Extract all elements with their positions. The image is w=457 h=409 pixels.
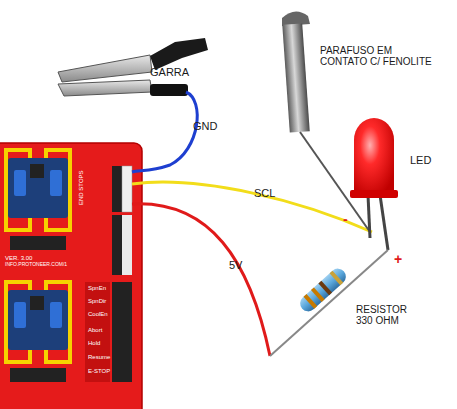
label-text: RESISTOR 330 OHM — [356, 304, 426, 326]
label-text: GND — [193, 120, 217, 132]
5v-wire — [132, 204, 270, 356]
label-text: SCL — [254, 187, 275, 199]
label-text: Resume — [88, 354, 110, 361]
label-text: INFO.PROTONEER.COM/1 — [5, 262, 67, 268]
label-text: PARAFUSO EM CONTATO C/ FENOLITE — [320, 45, 440, 67]
label-text: SpnEn — [88, 285, 106, 292]
label-text: LED — [410, 154, 431, 166]
label-text: Hold — [88, 340, 100, 347]
screw — [282, 11, 370, 232]
led-symbol — [350, 118, 398, 250]
label-text: 5V — [229, 259, 242, 271]
label-text: GARRA — [150, 66, 189, 78]
label-text: VER. 3.00 — [5, 255, 32, 262]
label-text: E-STOP — [88, 368, 110, 375]
label-text: + — [394, 252, 402, 267]
cnc-shield-board — [0, 143, 142, 409]
resistor-symbol — [270, 250, 388, 356]
label-text: CoolEn — [88, 311, 108, 318]
label-text: Abort — [88, 327, 102, 334]
label-text: - — [343, 212, 348, 227]
label-text: END STOPS — [78, 170, 85, 205]
alligator-clip — [58, 38, 208, 96]
label-text: SpnDir — [88, 298, 106, 305]
gnd-wire — [132, 92, 197, 172]
